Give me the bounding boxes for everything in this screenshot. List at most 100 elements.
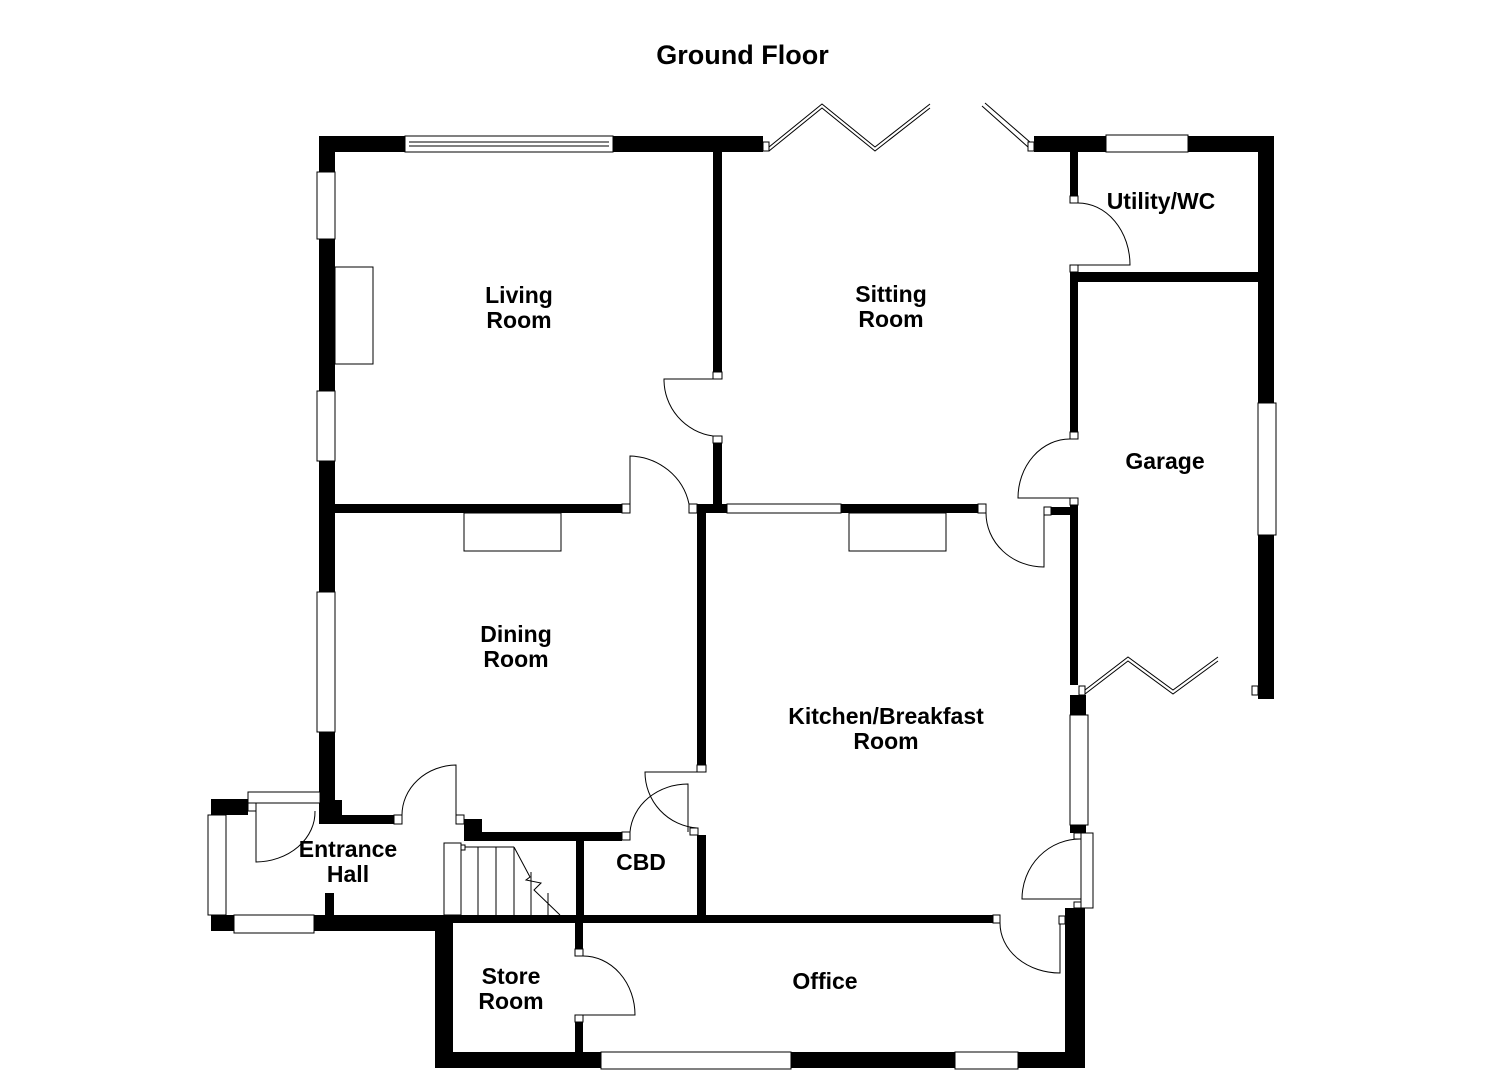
room-label-line: Sitting	[855, 281, 927, 307]
room-label-line: Living	[485, 282, 553, 308]
room-label-line: Room	[858, 306, 924, 332]
window	[316, 171, 336, 240]
door-swing	[1017, 438, 1071, 499]
room-label-line: Room	[486, 307, 552, 333]
wall	[335, 504, 622, 513]
door-frame	[247, 791, 321, 804]
room-label-line: Store	[481, 963, 541, 989]
bifold-door	[984, 102, 1032, 144]
window	[726, 503, 842, 514]
room-label-line: Room	[853, 728, 919, 754]
wall	[1258, 136, 1274, 403]
door-swing	[999, 922, 1061, 974]
window	[600, 1051, 792, 1070]
room-label-store-room: Store Room	[478, 964, 543, 1014]
door-swing	[629, 455, 690, 505]
wall	[319, 239, 335, 391]
wall	[613, 136, 763, 152]
wall	[1034, 136, 1106, 152]
stairs	[460, 844, 561, 916]
room-label-line: Garage	[1125, 448, 1205, 474]
bifold-door	[1084, 656, 1219, 691]
wall	[314, 915, 438, 931]
room-label-sitting-room: Sitting Room	[855, 282, 927, 332]
wall	[697, 504, 727, 513]
room-label-living-room: Living Room	[485, 283, 553, 333]
wall	[1065, 908, 1085, 1068]
room-label-line: Room	[483, 646, 549, 672]
wall	[319, 461, 335, 592]
room-label-utility-wc: Utility/WC	[1107, 189, 1216, 214]
room-label-line: Hall	[326, 861, 370, 887]
wall	[435, 1052, 601, 1068]
wall	[1258, 535, 1274, 699]
door-swing	[629, 783, 689, 833]
room-label-garage: Garage	[1125, 449, 1204, 474]
wall	[211, 799, 248, 815]
wall	[319, 136, 335, 172]
room-label-line: Kitchen/Breakfast	[788, 703, 984, 729]
wall	[575, 923, 583, 949]
wall	[575, 1022, 583, 1052]
room-label-line: Utility/WC	[1106, 188, 1216, 214]
wall	[713, 443, 722, 507]
door-swing	[1077, 202, 1131, 266]
room-label-line: Entrance	[298, 836, 398, 862]
wall	[1070, 272, 1258, 282]
room-label-entrance-hall: Entrance Hall	[299, 837, 397, 887]
window	[316, 591, 336, 733]
staircase	[443, 842, 462, 916]
window	[404, 135, 614, 153]
door-swing	[663, 378, 714, 437]
room-label-office: Office	[792, 969, 857, 994]
room-label-kitchen-breakfast-room: Kitchen/Breakfast Room	[788, 704, 984, 754]
room-label-line: Room	[478, 988, 544, 1014]
fireplace	[334, 266, 374, 365]
wall	[713, 152, 722, 372]
room-label-line: CBD	[616, 849, 666, 875]
bifold-door	[768, 103, 931, 148]
wall	[319, 800, 342, 824]
window	[1069, 714, 1089, 826]
wall	[435, 923, 453, 1068]
fireplace	[848, 512, 947, 552]
wall	[475, 832, 622, 841]
door-swing	[644, 771, 698, 829]
wall	[841, 504, 978, 513]
floor-title: Ground Floor	[656, 40, 829, 70]
wall	[211, 915, 234, 931]
door-frame	[1080, 832, 1094, 909]
fireplace	[463, 512, 562, 552]
wall	[325, 893, 334, 915]
window	[233, 914, 315, 934]
wall	[1070, 695, 1086, 715]
wall	[1070, 825, 1086, 833]
wall	[1070, 505, 1078, 685]
wall	[697, 513, 706, 769]
wall	[342, 815, 394, 824]
window	[1105, 134, 1189, 153]
wall	[438, 915, 993, 923]
room-label-line: Office	[792, 968, 858, 994]
wall	[1070, 152, 1078, 196]
door-swing	[582, 955, 636, 1016]
wall	[1188, 136, 1274, 152]
wall	[697, 835, 706, 915]
wall	[1018, 1052, 1085, 1068]
wall	[319, 136, 405, 152]
door-swing	[401, 764, 457, 816]
door-swing	[985, 512, 1045, 568]
window	[207, 814, 227, 916]
window	[1257, 402, 1277, 536]
wall	[1051, 507, 1070, 515]
room-label-cbd: CBD	[616, 850, 666, 875]
window	[316, 390, 336, 462]
wall	[1070, 282, 1078, 432]
room-label-line: Dining	[480, 621, 552, 647]
wall	[791, 1052, 955, 1068]
room-label-dining-room: Dining Room	[480, 622, 552, 672]
door-swing	[255, 810, 316, 863]
window	[954, 1051, 1019, 1070]
wall	[576, 841, 584, 915]
